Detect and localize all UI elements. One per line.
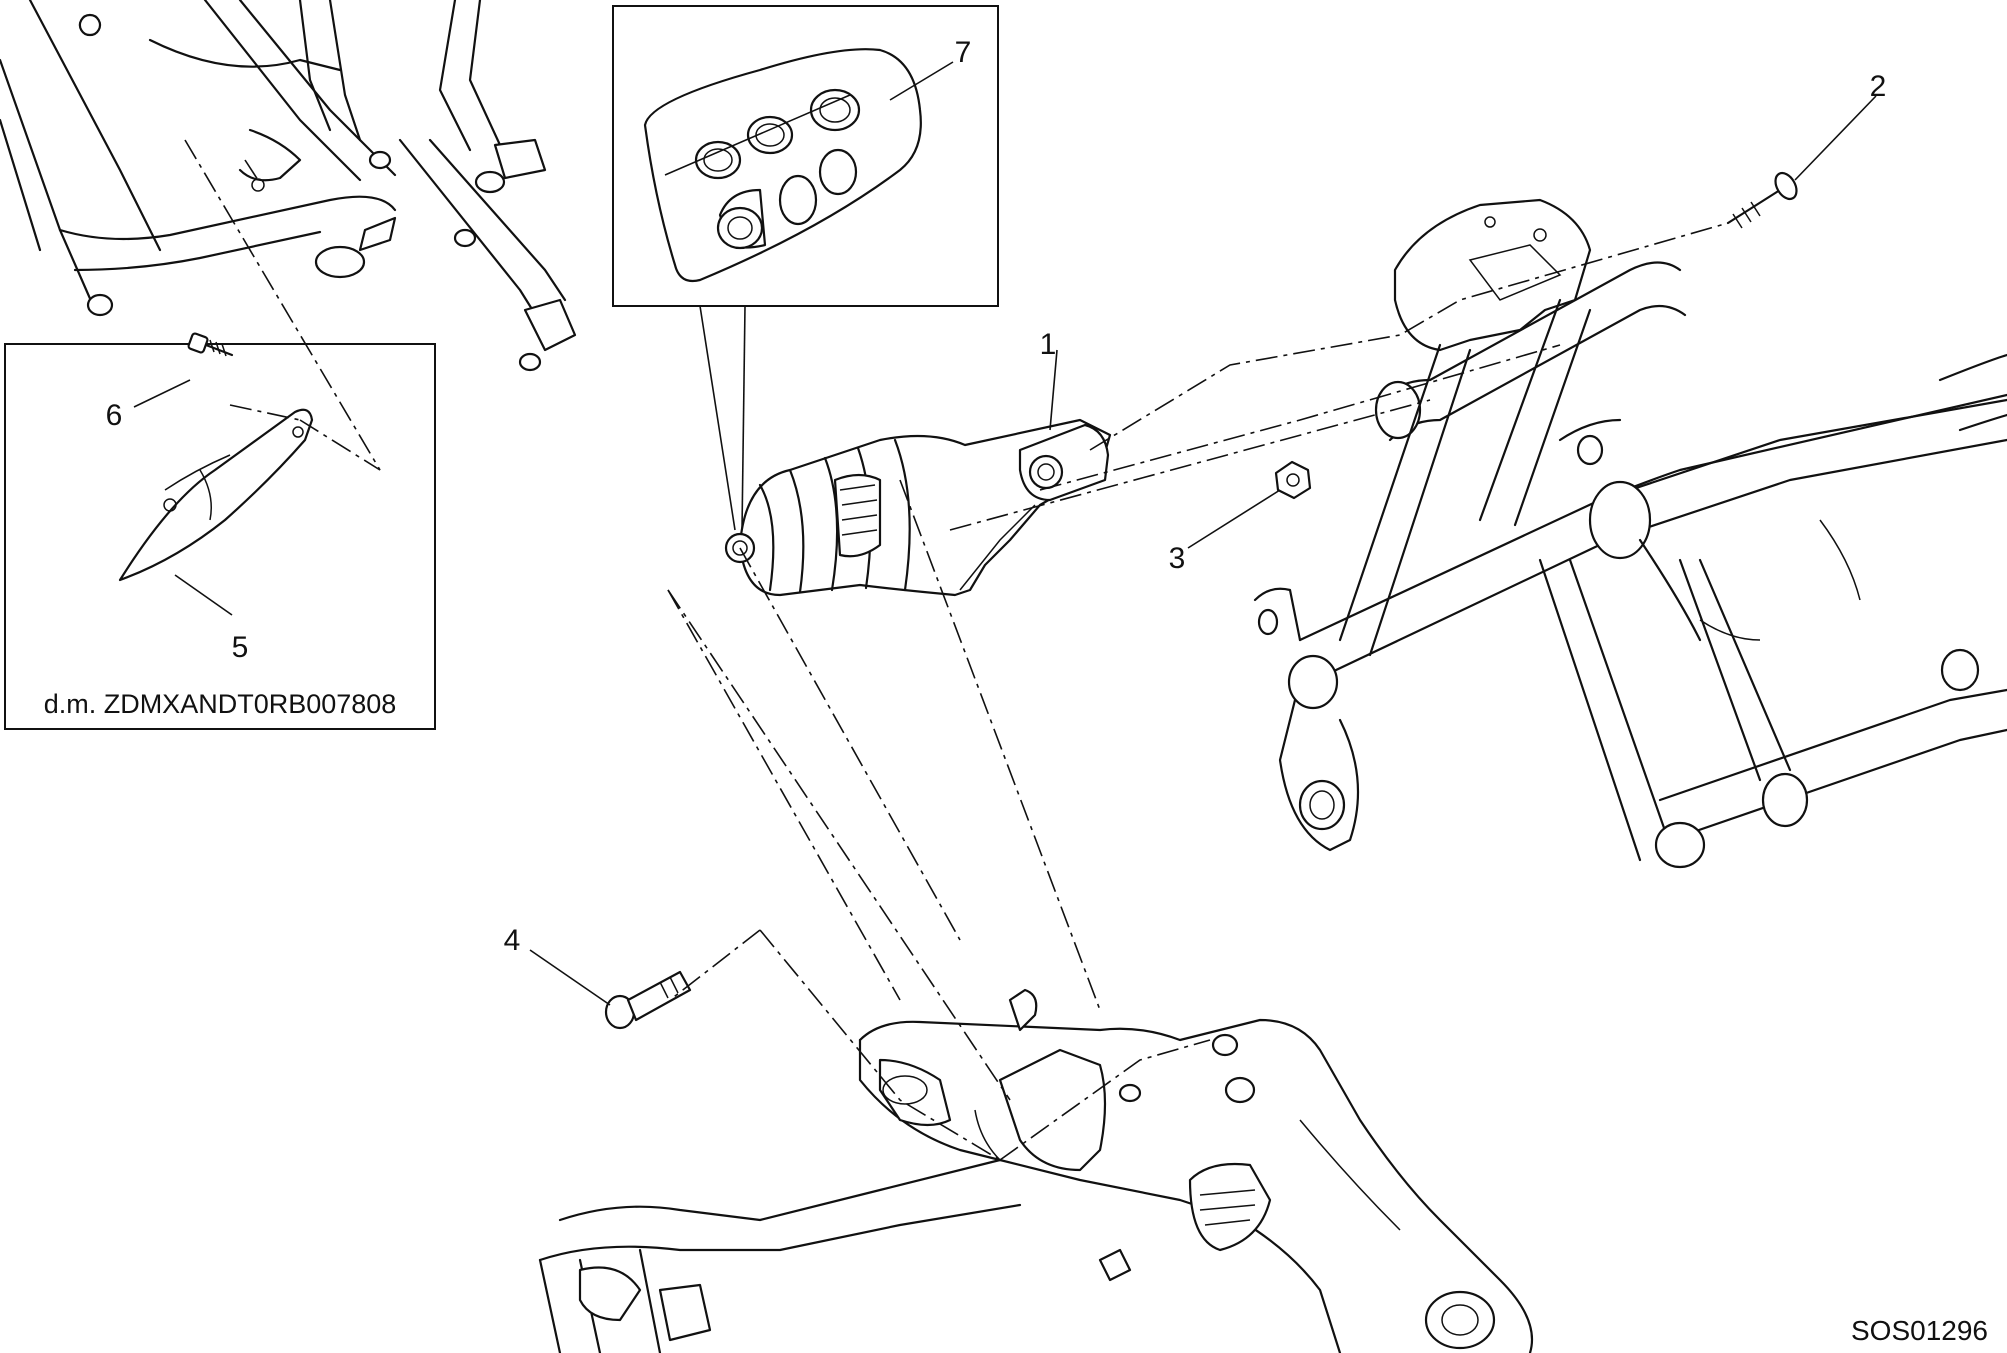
callout-3: 3 xyxy=(1169,542,1186,575)
rear-subframe-drawing xyxy=(0,0,577,372)
shock-absorber-drawing xyxy=(724,418,1112,597)
bolt-2-drawing xyxy=(1726,171,1798,229)
swingarm-drawing xyxy=(538,988,1534,1353)
callout-2: 2 xyxy=(1870,70,1887,103)
heat-guard-drawing xyxy=(118,408,314,582)
nut-3-drawing xyxy=(1274,460,1312,500)
callout-4: 4 xyxy=(504,924,521,957)
main-frame-drawing xyxy=(1253,198,2007,869)
callout-6: 6 xyxy=(106,399,123,432)
bolt-6-drawing xyxy=(187,332,234,357)
bolt-4-drawing xyxy=(604,970,692,1030)
drawing-code: SOS01296 xyxy=(1851,1315,1988,1346)
shock-seal-kit-drawing xyxy=(643,48,922,283)
detail-box-top xyxy=(612,5,999,307)
callout-1: 1 xyxy=(1040,328,1057,361)
callout-5: 5 xyxy=(232,631,249,664)
detail-box-left xyxy=(4,343,436,730)
assembly-lines xyxy=(184,139,1729,1161)
frame-number-note: d.m. ZDMXANDT0RB007808 xyxy=(44,689,397,719)
callout-7: 7 xyxy=(955,36,972,69)
